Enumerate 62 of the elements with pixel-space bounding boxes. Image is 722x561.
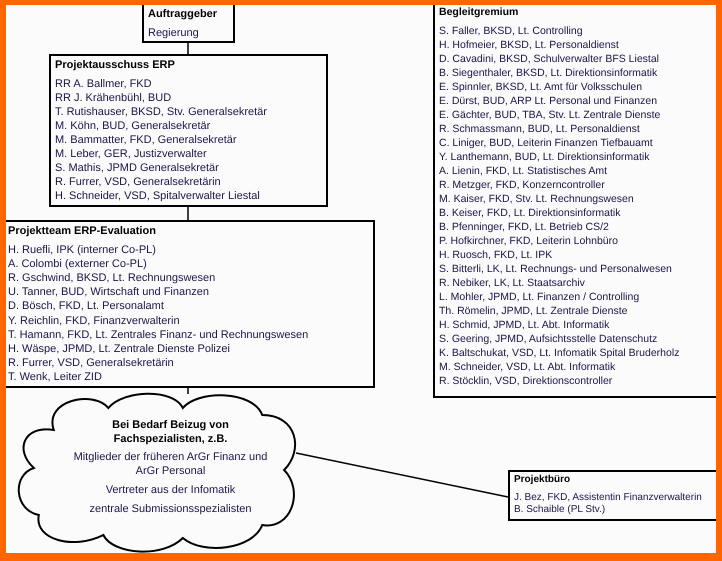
member-entry: E. Dürst, BUD, ARP Lt. Personal und Finanzen [439,94,658,108]
member-entry: R. Nebiker, LK, Lt. Staatsarchiv [439,276,585,290]
box-heading: Projektbüro [514,474,570,486]
member-entry: P. Hofkirchner, FKD, Leiterin Lohnbüro [439,234,618,248]
member-entry: D. Bösch, FKD, Lt. Personalamt [8,299,164,314]
member-entry: H. Hofmeier, BKSD, Lt. Personaldienst [439,38,619,52]
box-heading: Projektausschuss ERP [55,58,175,72]
member-entry: R. Gschwind, BKSD, Lt. Rechnungswesen [8,271,216,286]
connector-line [187,207,189,220]
member-entry: H. Schmid, JPMD, Lt. Abt. Informatik [439,318,610,332]
member-entry: H. Wäspe, JPMD, Lt. Zentrale Dienste Polizei [8,342,230,356]
member-entry: K. Baltschukat, VSD, Lt. Infomatik Spital Bruderholz [439,346,680,360]
member-entry: M. Leber, GER, Justizverwalter [55,147,207,161]
cloud-heading: Bei Bedarf Beizug von Fachspezialisten, z.B. [111,418,230,446]
member-entry: C. Liniger, BUD, Leiterin Finanzen Tiefbauamt [439,136,653,150]
member-entry: E. Spinnler, BKSD, Lt. Amt für Volksschulen [439,80,642,94]
member-entry: D. Cavadini, BKSD, Schulverwalter BFS Liestal [439,52,660,66]
member-entry: S. Bitterli, LK, Lt. Rechnungs- und Personalwesen [439,262,672,276]
member-entry: M. Bammatter, FKD, Generalsekretär [55,133,237,147]
connector-line [187,43,189,54]
member-entry: R. Metzger, FKD, Konzerncontroller [439,178,605,192]
member-entry: Regierung [148,26,199,40]
member-entry: L. Mohler, JPMD, Lt. Finanzen / Controlling [439,290,640,304]
member-entry: Th. Römelin, JPMD, Lt. Zentrale Dienste [439,304,628,318]
member-entry: Y. Lanthemann, BUD, Lt. Direktionsinformatik [439,150,650,164]
box-heading: Begleitgremium [439,5,518,19]
box-heading: Auftraggeber [148,7,218,21]
member-entry: J. Bez, FKD, Assistentin Finanzverwalterin [514,492,702,504]
member-entry: S. Geering, JPMD, Aufsichtsstelle Datenschutz [439,332,658,346]
member-entry: S. Mathis, JPMD Generalsekretär [55,161,219,175]
connector-line [296,452,508,498]
member-entry: T. Hamann, FKD, Lt. Zentrales Finanz- und Rechnungswesen [8,328,308,342]
member-entry: U. Tanner, BUD, Wirtschaft und Finanzen [8,285,209,300]
member-entry: R. Furrer, VSD, Generalsekretärin [8,356,174,370]
member-entry: M. Köhn, BUD, Generalsekretär [55,119,210,133]
member-entry: H. Ruosch, FKD, Lt. IPK [439,248,552,262]
member-entry: T. Rutishauser, BKSD, Stv. Generalsekretär [55,105,267,119]
member-entry: H. Ruefli, IPK (interner Co-PL) [8,243,156,258]
cloud-text: Mitglieder der früheren ArGr Finanz und ArGr Personal [72,450,268,478]
member-entry: R. Stöcklin, VSD, Direktionscontroller [439,374,612,388]
member-entry: E. Gächter, BUD, TBA, Stv. Lt. Zentrale Dienste [439,108,660,122]
member-entry: R. Furrer, VSD, Generalsekretärin [55,175,221,189]
member-entry: M. Schneider, VSD, Lt. Abt. Informatik [439,360,616,374]
member-entry: A. Colombi (externer Co-PL) [8,257,147,272]
member-entry: S. Faller, BKSD, Lt. Controlling [439,24,583,38]
member-entry: H. Schneider, VSD, Spitalverwalter Liestal [55,189,260,203]
member-entry: B. Pfenninger, FKD, Lt. Betrieb CS/2 [439,220,609,234]
cloud-text: zentrale Submissionsspezialisten [89,502,252,516]
member-entry: R. Schmassmann, BUD, Lt. Personaldienst [439,122,640,136]
cloud-text: Vertreter aus der Infomatik [106,483,236,497]
member-entry: RR A. Ballmer, FKD [55,77,152,91]
member-entry: T. Wenk, Leiter ZID [8,370,102,384]
member-entry: B. Keiser, FKD, Lt. Direktionsinformatik [439,206,620,220]
member-entry: B. Schaible (PL Stv.) [514,504,606,516]
member-entry: B. Siegenthaler, BKSD, Lt. Direktionsinformatik [439,66,658,80]
box-heading: Projektteam ERP-Evaluation [8,224,156,238]
org-box [49,54,328,207]
member-entry: RR J. Krähenbühl, BUD [55,91,172,105]
connector-line [187,388,189,394]
member-entry: M. Kaiser, FKD, Stv. Lt. Rechnungswesen [439,192,634,206]
member-entry: A. Lienin, FKD, Lt. Statistisches Amt [439,164,608,178]
member-entry: Y. Reichlin, FKD, Finanzverwalterin [8,314,180,328]
